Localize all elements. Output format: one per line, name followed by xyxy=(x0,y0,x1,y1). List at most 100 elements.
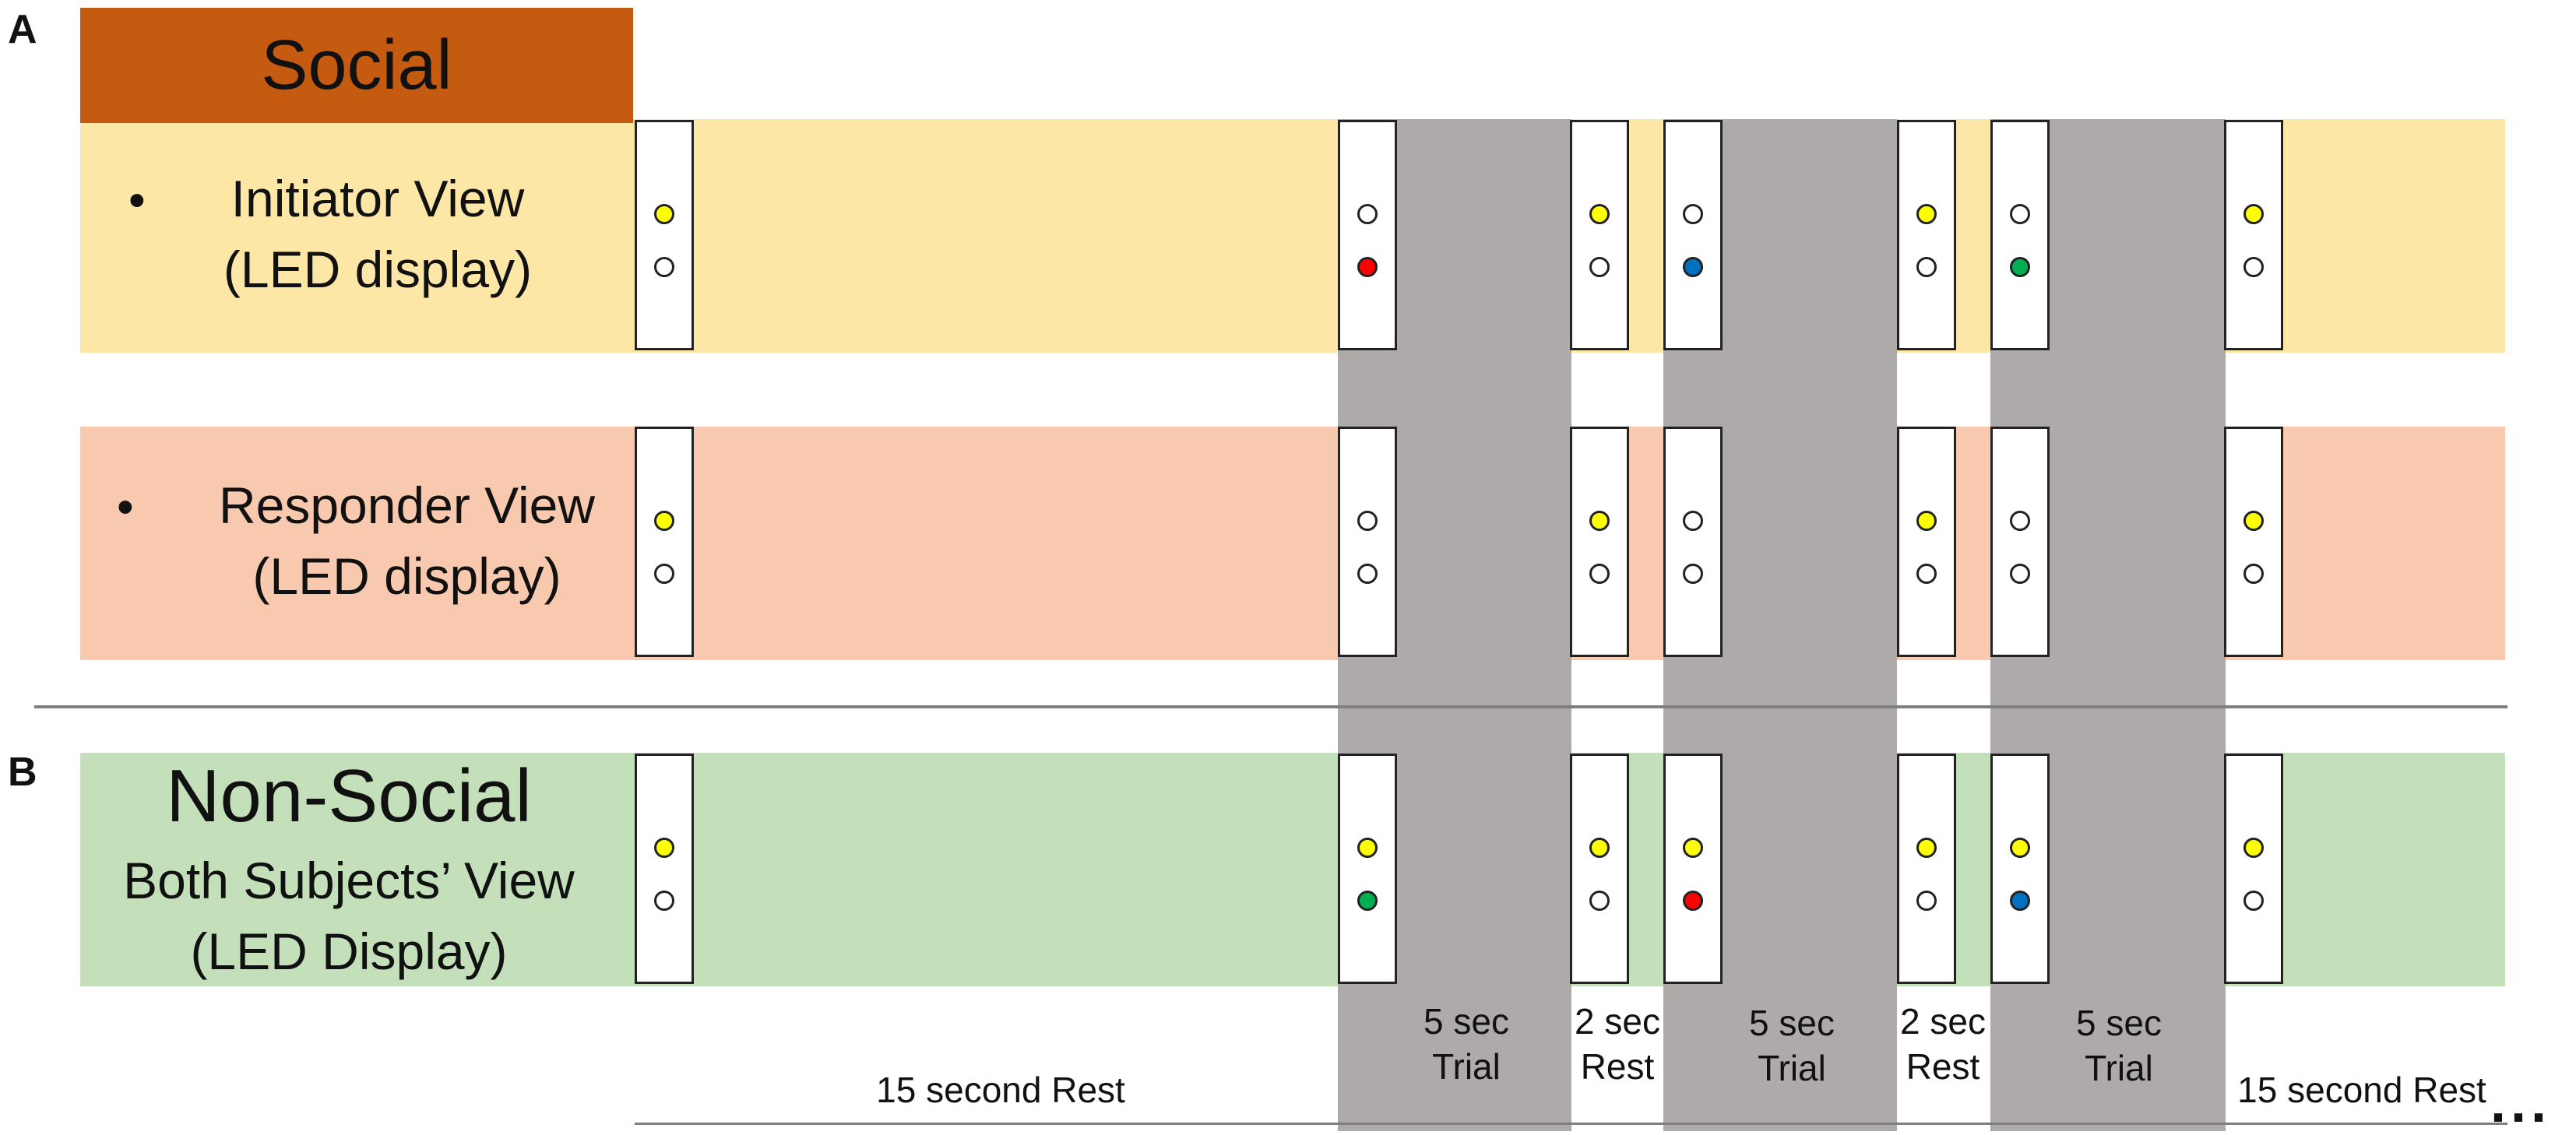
led-yellow-icon xyxy=(2010,838,2030,858)
led-yellow-icon xyxy=(1589,511,1610,531)
responder-label-line2: (LED display) xyxy=(252,547,561,606)
rest-label-4: 15 second Rest xyxy=(2237,1070,2486,1110)
led-display-box xyxy=(1338,120,1397,350)
led-yellow-icon xyxy=(1916,838,1937,858)
rest-label-3-line2: Rest xyxy=(1906,1045,1980,1087)
led-display-box xyxy=(2224,120,2283,350)
rest-label-2-line2: Rest xyxy=(1580,1045,1655,1087)
responder-label: Responder View (LED display) xyxy=(175,470,639,612)
led-yellow-icon xyxy=(2243,511,2264,531)
trial-label-1-line2: Trial xyxy=(1432,1045,1501,1087)
led-off-icon xyxy=(1683,564,1703,584)
led-blue-icon xyxy=(1683,257,1703,277)
led-yellow-icon xyxy=(1916,511,1937,531)
led-yellow-icon xyxy=(1589,838,1610,858)
led-off-icon xyxy=(2010,564,2030,584)
responder-label-line1: Responder View xyxy=(218,476,596,534)
led-off-icon xyxy=(1916,564,1937,584)
led-yellow-icon xyxy=(1916,204,1937,224)
led-display-box xyxy=(1990,120,2050,350)
nonsocial-label: Both Subjects’ View (LED Display) xyxy=(80,845,618,987)
led-green-icon xyxy=(2010,257,2030,277)
panel-letter-b: B xyxy=(8,750,37,795)
rest-label-1: 15 second Rest xyxy=(876,1070,1125,1110)
led-display-box xyxy=(1990,427,2050,657)
led-display-box xyxy=(1663,427,1723,657)
led-display-box xyxy=(2224,754,2283,984)
led-off-icon xyxy=(2243,891,2264,911)
led-display-box xyxy=(1897,427,1956,657)
rest-label-3-line1: 2 sec xyxy=(1900,1001,1986,1042)
led-red-icon xyxy=(1683,891,1703,911)
led-off-icon xyxy=(2243,257,2264,277)
continuation-ellipsis: ... xyxy=(2490,1072,2552,1134)
led-off-icon xyxy=(654,891,674,911)
led-display-box xyxy=(635,120,694,350)
trial-label-2-line2: Trial xyxy=(1758,1047,1826,1088)
led-off-icon xyxy=(1683,204,1703,224)
led-yellow-icon xyxy=(2243,838,2264,858)
trial-label-3-line2: Trial xyxy=(2085,1047,2153,1088)
led-off-icon xyxy=(1589,891,1610,911)
led-display-box xyxy=(1663,754,1723,984)
led-red-icon xyxy=(1357,257,1378,277)
led-green-icon xyxy=(1357,891,1378,911)
initiator-led-row xyxy=(0,120,2576,353)
social-header: Social xyxy=(80,8,633,123)
trial-label-1: 5 sec Trial xyxy=(1338,1000,1595,1090)
led-off-icon xyxy=(1916,891,1937,911)
responder-bullet: • xyxy=(117,480,134,534)
responder-led-row xyxy=(0,427,2576,660)
led-display-box xyxy=(1570,427,1629,657)
led-off-icon xyxy=(1357,204,1378,224)
nonsocial-title: Non-Social xyxy=(166,754,532,838)
led-off-icon xyxy=(1916,257,1937,277)
rest-label-2: 2 sec Rest xyxy=(1559,1000,1676,1090)
led-display-box xyxy=(1570,120,1629,350)
initiator-label: Initiator View (LED display) xyxy=(160,163,596,305)
led-yellow-icon xyxy=(1357,838,1378,858)
led-off-icon xyxy=(2010,204,2030,224)
nonsocial-label-line1: Both Subjects’ View xyxy=(123,852,575,909)
led-yellow-icon xyxy=(1589,204,1610,224)
led-off-icon xyxy=(654,564,674,584)
led-display-box xyxy=(1570,754,1629,984)
nonsocial-label-line2: (LED Display) xyxy=(190,922,508,981)
led-blue-icon xyxy=(2010,891,2030,911)
led-off-icon xyxy=(1683,511,1703,531)
led-yellow-icon xyxy=(654,838,674,858)
led-display-box xyxy=(1897,120,1956,350)
trial-label-3-line1: 5 sec xyxy=(2076,1003,2162,1043)
timeline-baseline xyxy=(635,1123,2507,1125)
section-divider xyxy=(34,705,2507,708)
initiator-bullet: • xyxy=(128,174,146,227)
trial-label-1-line1: 5 sec xyxy=(1423,1001,1509,1042)
led-yellow-icon xyxy=(654,511,674,531)
initiator-label-line2: (LED display) xyxy=(223,241,533,299)
led-display-box xyxy=(635,754,694,984)
led-display-box xyxy=(1338,427,1397,657)
led-display-box xyxy=(1897,754,1956,984)
led-off-icon xyxy=(654,257,674,277)
led-off-icon xyxy=(1589,257,1610,277)
rest-label-2-line1: 2 sec xyxy=(1575,1001,1660,1042)
led-display-box xyxy=(2224,427,2283,657)
led-display-box xyxy=(1338,754,1397,984)
led-yellow-icon xyxy=(2243,204,2264,224)
led-display-box xyxy=(635,427,694,657)
led-off-icon xyxy=(1357,511,1378,531)
led-off-icon xyxy=(1589,564,1610,584)
led-off-icon xyxy=(2243,564,2264,584)
led-off-icon xyxy=(2010,511,2030,531)
led-yellow-icon xyxy=(654,204,674,224)
trial-label-3: 5 sec Trial xyxy=(1990,1001,2247,1091)
panel-letter-a: A xyxy=(8,7,37,52)
led-off-icon xyxy=(1357,564,1378,584)
led-yellow-icon xyxy=(1683,838,1703,858)
nonsocial-led-row xyxy=(0,754,2576,987)
rest-label-3: 2 sec Rest xyxy=(1884,1000,2001,1090)
trial-label-2: 5 sec Trial xyxy=(1663,1001,1920,1091)
led-display-box xyxy=(1663,120,1723,350)
led-display-box xyxy=(1990,754,2050,984)
trial-label-2-line1: 5 sec xyxy=(1749,1003,1835,1043)
